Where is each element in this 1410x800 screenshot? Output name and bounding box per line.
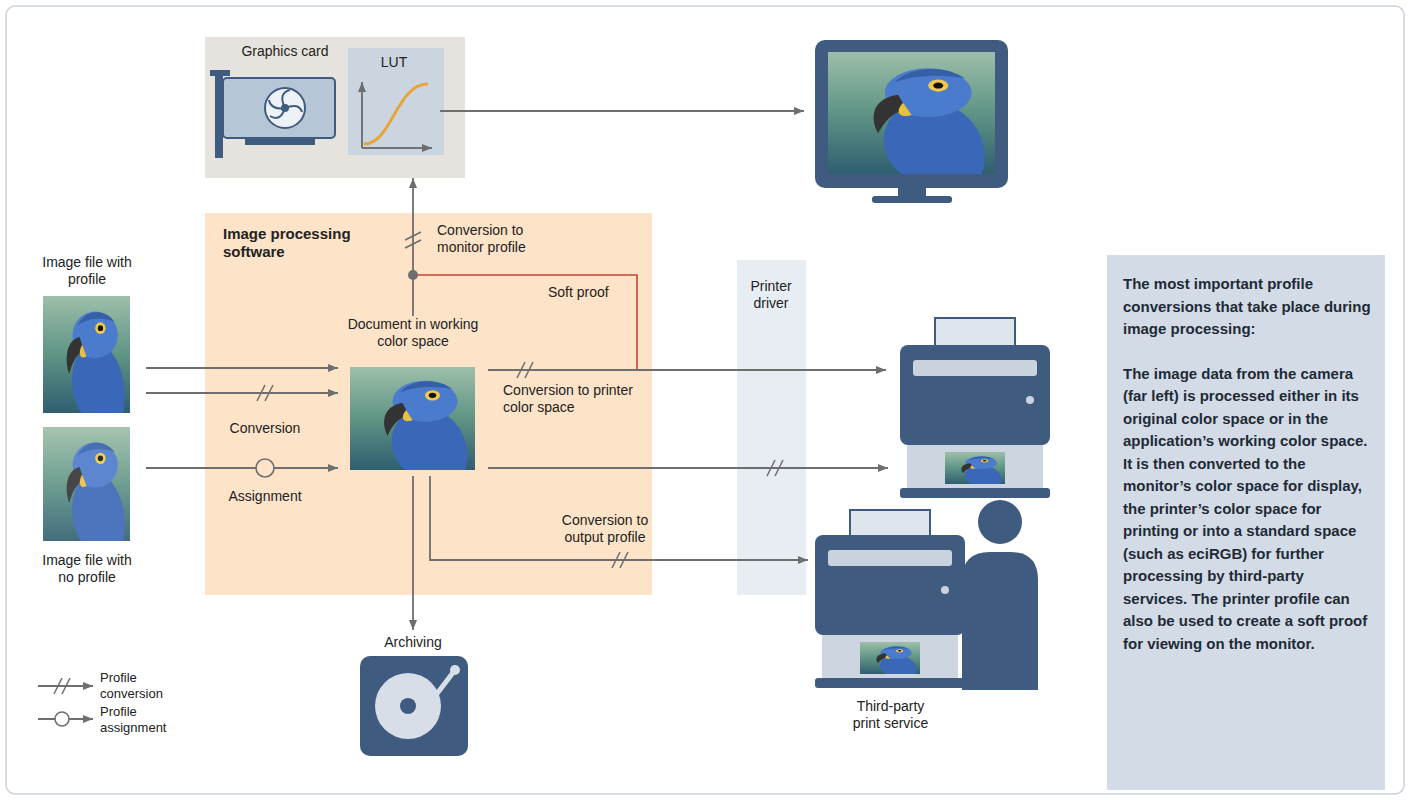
driver-band: Printer driver — [737, 260, 806, 595]
node-body: The image data from the camera (far left… — [1123, 363, 1371, 656]
edge-label: Assignment — [215, 488, 315, 505]
working-document: Document in working color space — [338, 316, 488, 476]
source-image: Image file with no profile — [28, 424, 146, 586]
monitor-icon — [815, 40, 1008, 203]
edge-label: Conversion — [215, 420, 315, 437]
service-printer-icon — [815, 510, 965, 688]
legend-samples — [38, 678, 93, 726]
node-heading: The most important profile conversions t… — [1123, 273, 1371, 341]
node-heading: Third-party print service — [843, 698, 938, 732]
archive-drive-icon — [360, 656, 468, 756]
outer-frame — [6, 6, 1404, 794]
node-heading: Document in working color space — [338, 316, 488, 350]
lut-to-monitor-arrow — [440, 111, 804, 112]
printer-icon — [900, 318, 1050, 498]
legend-text: Profile assignment — [100, 704, 180, 735]
edge-label: Conversion to printer color space — [503, 382, 643, 416]
proof-label: Soft proof — [548, 284, 638, 301]
edge-label: Conversion to monitor profile — [437, 222, 572, 256]
person-icon — [962, 500, 1038, 690]
lut-box: LUT — [348, 48, 444, 155]
node-heading: Printer driver — [740, 278, 802, 312]
node-heading: Image processing software — [223, 225, 373, 261]
node-heading: Archiving — [355, 634, 471, 651]
legend-text: Profile conversion — [100, 670, 180, 701]
node-heading: Graphics card — [215, 43, 355, 60]
caption-box: The most important profile conversions t… — [1107, 255, 1385, 790]
archive-node: Archiving — [355, 630, 471, 765]
source-image: Image file with profile — [28, 254, 146, 416]
node-heading: LUT — [348, 54, 440, 71]
node-heading: Image file with no profile — [37, 552, 137, 586]
graphics-panel: Graphics cardLUT — [205, 37, 465, 178]
print-service-node: Third-party print service — [808, 500, 1043, 732]
node-heading: Image file with profile — [42, 254, 132, 288]
edge-label: Conversion to output profile — [550, 512, 660, 546]
